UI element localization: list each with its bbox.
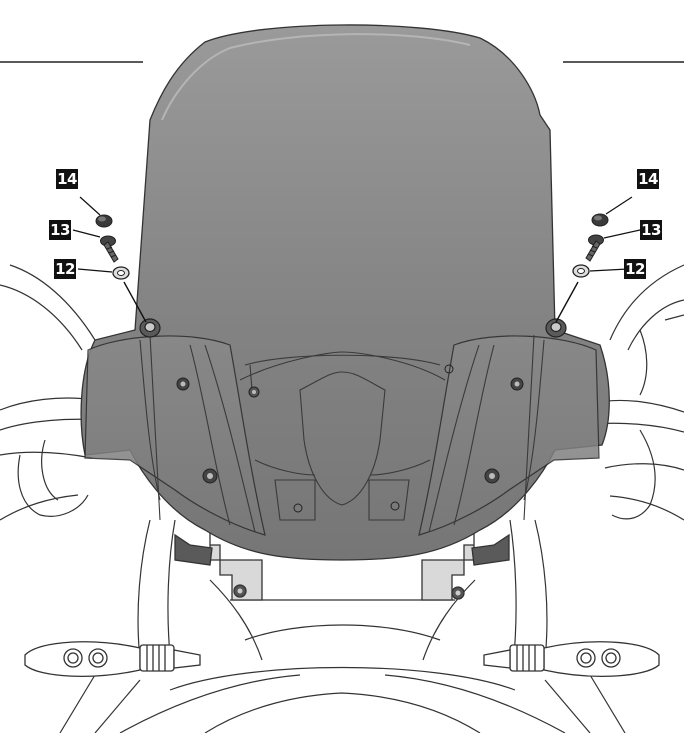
mount-grommet-right: [545, 318, 567, 338]
screen-bolts: [176, 364, 524, 513]
assembly-line-right: [555, 281, 579, 323]
assembly-line-left: [123, 281, 147, 323]
bolt-part-left: [100, 235, 119, 263]
windscreen-details: [139, 334, 545, 533]
washer-part-left: [112, 266, 130, 280]
callout-14-right: 14: [637, 169, 659, 189]
leader-lines: [72, 196, 641, 273]
bolt-part-right: [585, 234, 604, 262]
mount-grommet-left: [139, 318, 161, 338]
callout-14-left: 14: [56, 169, 78, 189]
cap-part-left: [95, 214, 113, 228]
callout-12-left: 12: [54, 259, 76, 279]
windscreen-highlight: [161, 33, 471, 121]
turn-signal-right: [483, 641, 660, 677]
washer-part-right: [572, 264, 590, 278]
cap-part-right: [591, 213, 609, 227]
turn-signal-left: [24, 641, 201, 677]
callout-12-right: 12: [624, 259, 646, 279]
callout-13-left: 13: [49, 220, 71, 240]
callout-13-right: 13: [640, 220, 662, 240]
mounting-brackets: [174, 520, 510, 601]
